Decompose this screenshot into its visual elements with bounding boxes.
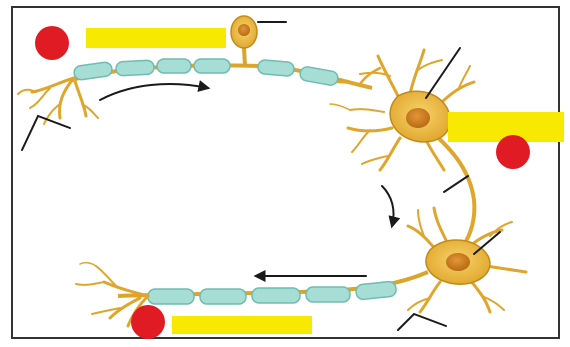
sensory-cell-stalk	[244, 48, 245, 66]
interneuron	[330, 50, 480, 248]
sensory-dendrites	[18, 78, 98, 124]
motor-neuron-nucleus	[446, 253, 470, 271]
myelin-segment	[257, 59, 294, 76]
signal-arrow	[382, 186, 394, 226]
myelin-segment	[355, 281, 396, 300]
sensory-axon-terminals	[338, 68, 380, 88]
pointer-line	[398, 314, 446, 330]
pointer-line	[444, 176, 468, 192]
myelin-segment	[200, 289, 246, 304]
myelin-segment	[157, 59, 191, 73]
label-box	[172, 316, 312, 334]
motor-myelin-sheath	[148, 281, 397, 304]
red-marker	[131, 305, 165, 339]
label-box	[86, 28, 226, 48]
signal-arrow	[100, 84, 208, 100]
red-marker	[35, 26, 69, 60]
myelin-segment	[148, 289, 194, 304]
myelin-segment	[306, 287, 350, 302]
myelin-segment	[194, 59, 230, 73]
myelin-segment	[116, 60, 155, 76]
sensory-cell-nucleus	[238, 24, 250, 36]
interneuron-nucleus	[406, 108, 430, 128]
myelin-segment	[73, 61, 113, 80]
interneuron-axon	[432, 132, 474, 248]
signal-arrows	[100, 84, 394, 276]
myelin-segment	[252, 288, 300, 303]
red-marker	[496, 135, 530, 169]
myelin-segment	[299, 66, 339, 86]
